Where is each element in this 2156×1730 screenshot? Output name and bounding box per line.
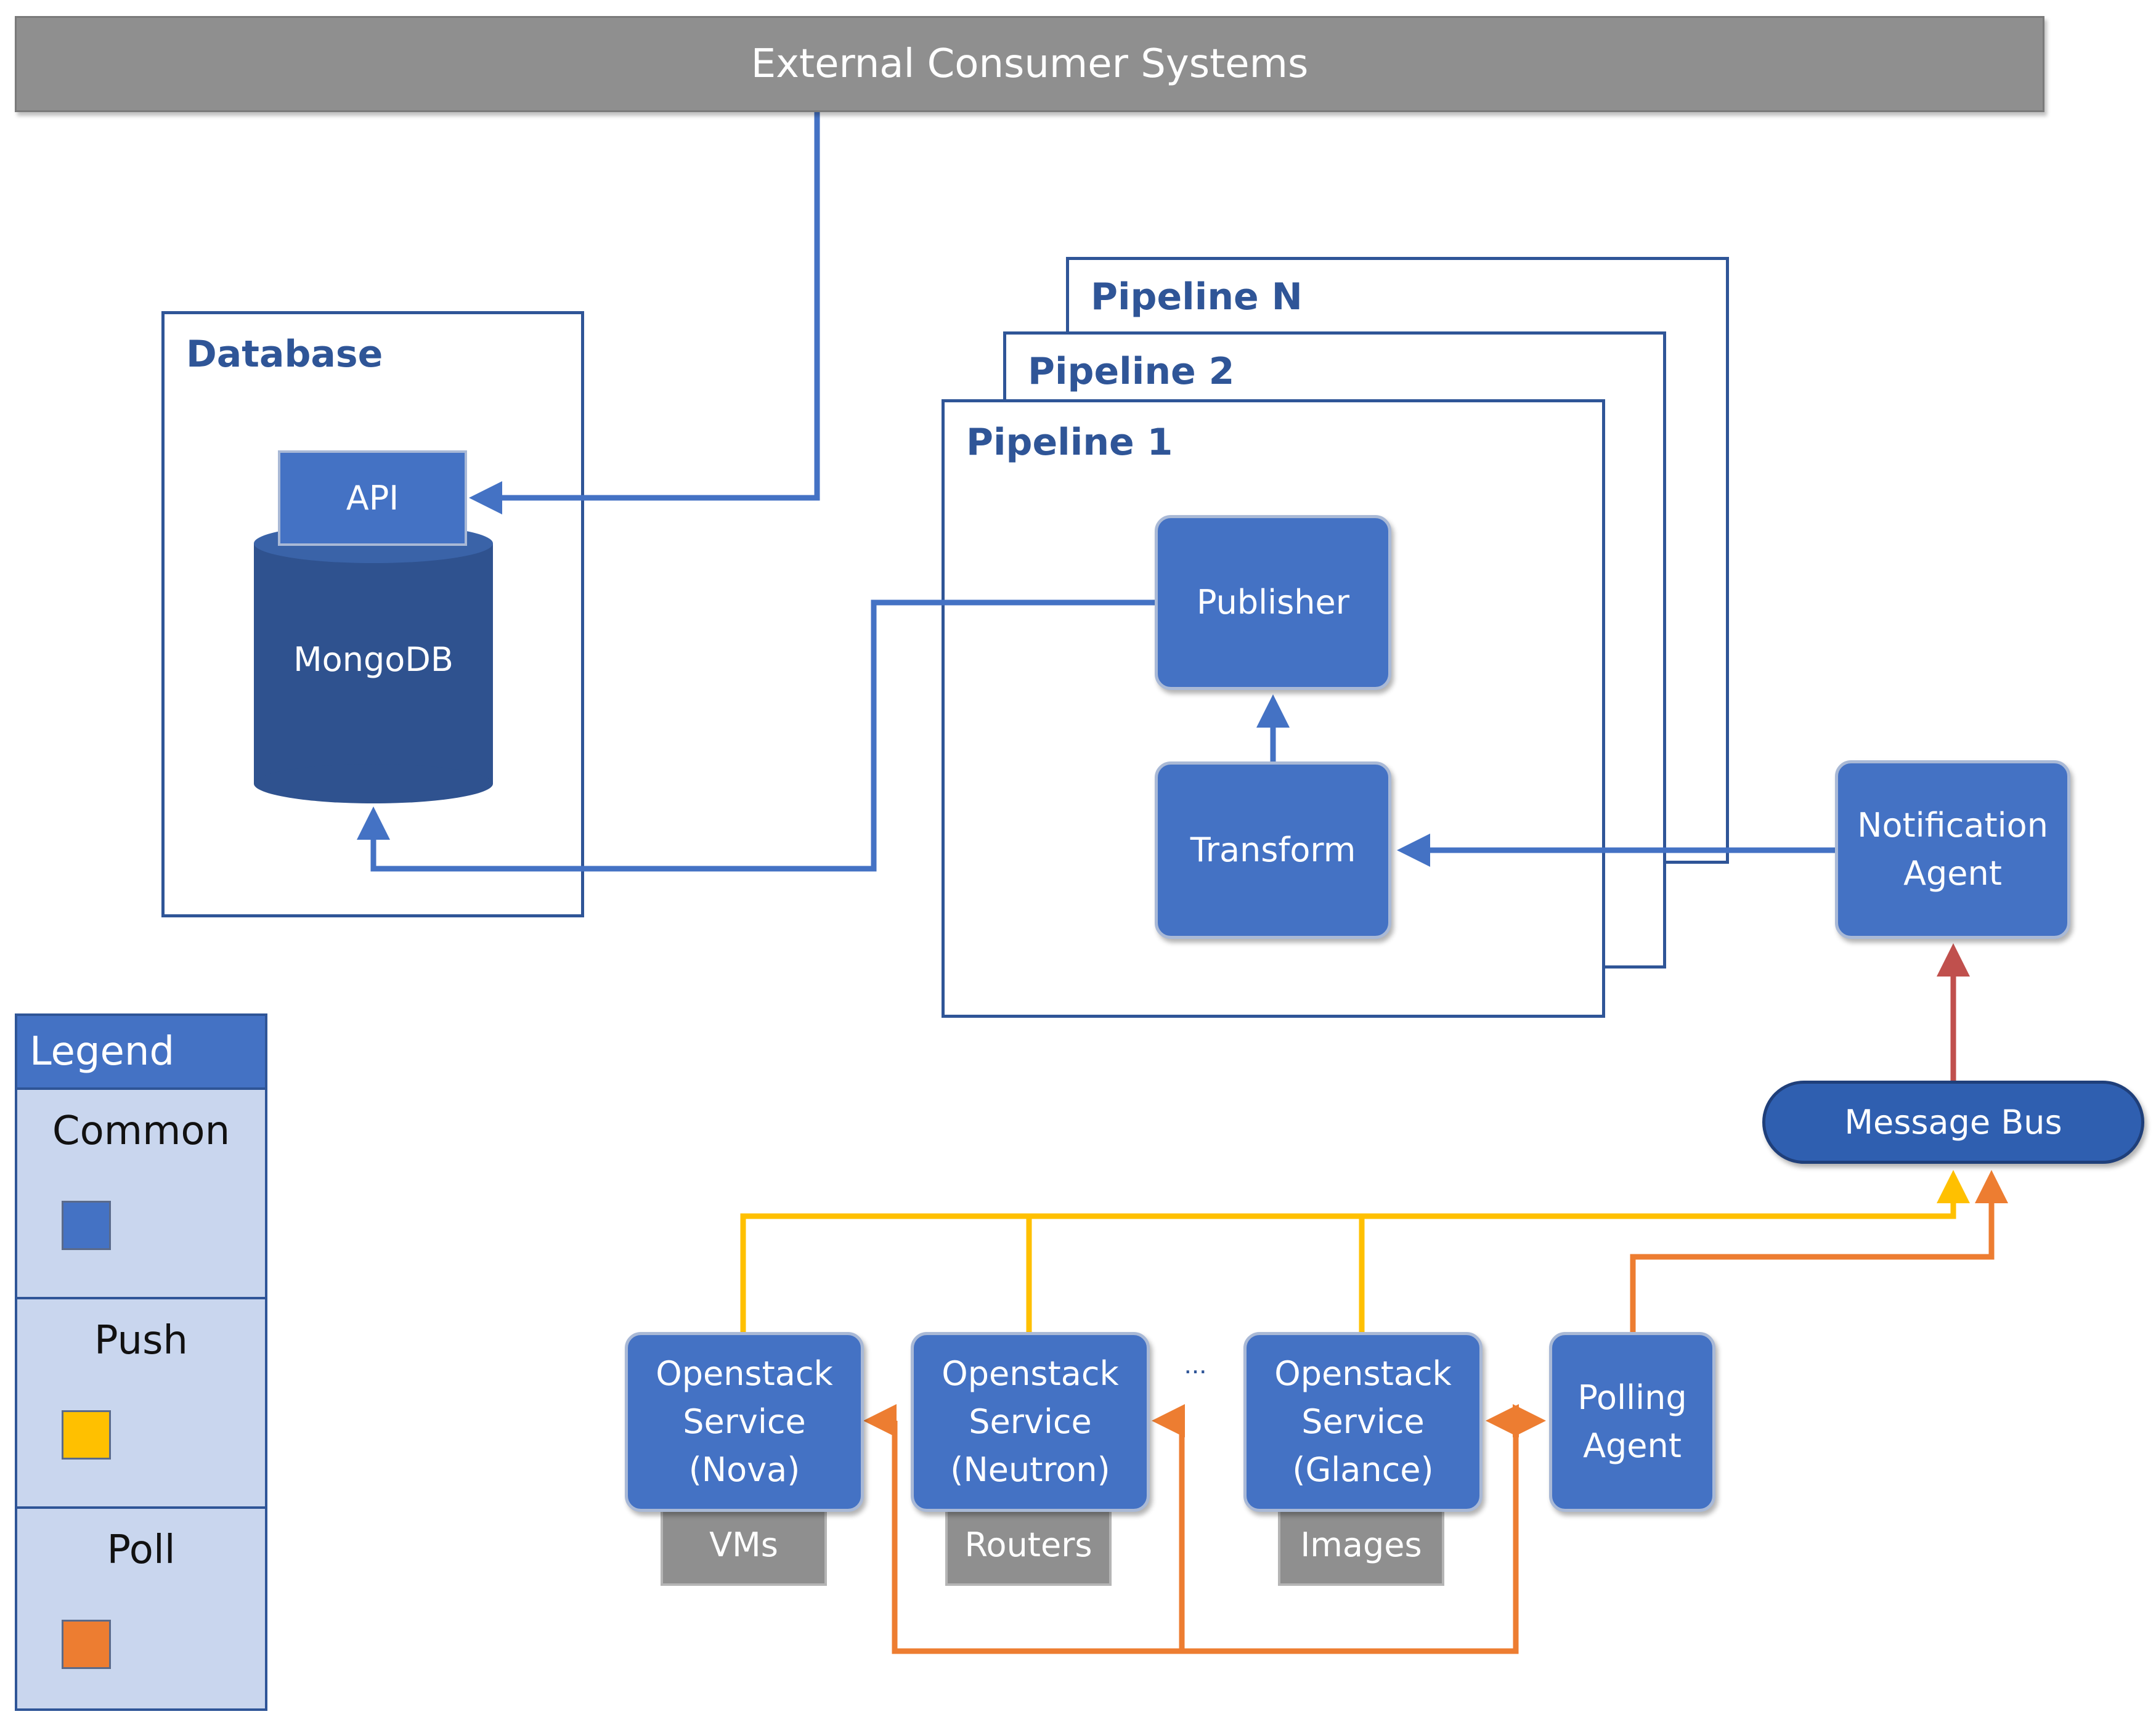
wire-publisher-to-mongodb: [357, 599, 1157, 872]
polling-agent-node: Polling Agent: [1549, 1332, 1715, 1512]
service-glance-line2: Service: [1301, 1402, 1425, 1441]
wire-poll-bottom: [892, 1421, 1519, 1654]
service-neutron-line3: (Neutron): [950, 1450, 1110, 1490]
legend-title: Legend: [17, 1016, 265, 1087]
polling-agent-line1: Polling: [1577, 1378, 1687, 1417]
api-box: API: [278, 450, 467, 546]
service-nova-line3: (Nova): [688, 1450, 800, 1490]
service-nova-line1: Openstack: [656, 1354, 833, 1393]
wire-push-bus: [740, 1170, 1970, 1334]
pipeline-n-title: Pipeline N: [1091, 275, 1303, 319]
legend: Legend Common Push Poll: [15, 1013, 267, 1711]
database-title: Database: [186, 333, 383, 376]
legend-item-poll: Poll: [17, 1506, 265, 1713]
legend-item-push: Push: [17, 1297, 265, 1509]
legend-swatch-common: [62, 1201, 111, 1250]
service-glance: Openstack Service (Glance): [1243, 1332, 1483, 1512]
legend-item-common: Common: [17, 1087, 265, 1299]
legend-label-common: Common: [52, 1108, 230, 1154]
mongodb-label: MongoDB: [293, 640, 454, 679]
polling-agent-line2: Agent: [1583, 1426, 1682, 1465]
resource-images: Images: [1278, 1503, 1444, 1586]
service-nova: Openstack Service (Nova): [625, 1332, 864, 1512]
notification-agent-line2: Agent: [1903, 854, 2002, 893]
legend-swatch-poll: [62, 1620, 111, 1669]
wire-poll-to-bus: [1630, 1170, 2008, 1334]
publisher-node: Publisher: [1155, 515, 1391, 690]
transform-node: Transform: [1155, 761, 1391, 939]
notification-agent-line1: Notification: [1857, 805, 2048, 845]
legend-label-push: Push: [94, 1318, 188, 1363]
service-glance-line3: (Glance): [1292, 1450, 1434, 1490]
pipeline-1-title: Pipeline 1: [966, 421, 1173, 464]
message-bus: Message Bus: [1762, 1081, 2144, 1164]
legend-swatch-push: [62, 1410, 111, 1460]
external-consumer-systems: External Consumer Systems: [15, 16, 2044, 112]
wire-poll-neutron-drop: [1152, 1404, 1185, 1651]
service-nova-line2: Service: [683, 1402, 806, 1441]
service-glance-line1: Openstack: [1274, 1354, 1452, 1393]
legend-label-poll: Poll: [107, 1527, 176, 1573]
mongodb-cylinder: [254, 524, 493, 803]
wire-external-to-api: [469, 111, 820, 514]
service-neutron-line1: Openstack: [942, 1354, 1119, 1393]
pipeline-2-title: Pipeline 2: [1028, 350, 1235, 393]
service-neutron-line2: Service: [969, 1402, 1092, 1441]
notification-agent-node: Notification Agent: [1835, 760, 2070, 939]
service-neutron: Openstack Service (Neutron): [911, 1332, 1150, 1512]
resource-routers: Routers: [945, 1503, 1112, 1586]
resource-vms: VMs: [661, 1503, 827, 1586]
ellipsis-more-services: ...: [1184, 1349, 1207, 1379]
